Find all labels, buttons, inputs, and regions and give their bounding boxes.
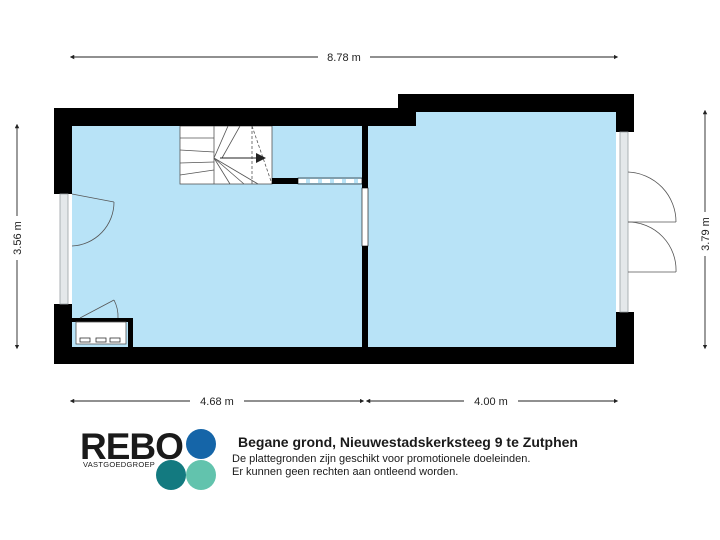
window-right bbox=[619, 131, 629, 313]
walls bbox=[54, 94, 634, 364]
staircase bbox=[179, 125, 273, 185]
wall-left-upper bbox=[54, 108, 72, 194]
wall-left-room-top bbox=[54, 108, 416, 126]
dimension-left-room-width: 4.68 m bbox=[200, 396, 234, 408]
dimension-lines bbox=[14, 54, 708, 404]
wall-right-upper bbox=[616, 94, 634, 132]
wall-step bbox=[398, 94, 416, 126]
logo-dot-mint bbox=[186, 460, 216, 490]
wall-stair-bottom bbox=[272, 178, 298, 184]
right-room-floor bbox=[368, 112, 616, 347]
caption-title: Begane grond, Nieuwestadskerksteeg 9 te … bbox=[238, 434, 578, 450]
openings bbox=[298, 179, 367, 246]
doors bbox=[71, 171, 677, 319]
floor-area bbox=[72, 112, 616, 347]
dimension-right-height: 3.79 m bbox=[700, 217, 712, 251]
wall-partition-upper bbox=[362, 108, 368, 188]
dimension-total-width: 8.78 m bbox=[327, 52, 361, 64]
wall-partition-lower bbox=[362, 246, 368, 347]
closet-door bbox=[79, 299, 119, 319]
wall-right-lower bbox=[616, 312, 634, 364]
caption-disclaimer-1: De plattegronden zijn geschikt voor prom… bbox=[232, 453, 531, 465]
logo-dot-teal bbox=[156, 460, 186, 490]
wall-closet-right bbox=[128, 318, 133, 347]
dimension-left-height: 3.56 m bbox=[12, 221, 24, 255]
garden-doors bbox=[627, 171, 677, 273]
wall-closet-top bbox=[72, 318, 133, 322]
meter-closet bbox=[75, 321, 127, 345]
wall-bottom bbox=[54, 347, 634, 364]
dimension-right-room-width: 4.00 m bbox=[474, 396, 508, 408]
rebo-logo: REBO VASTGOEDGROEP bbox=[80, 428, 230, 498]
plan-caption: Begane grond, Nieuwestadskerksteeg 9 te … bbox=[232, 434, 702, 479]
front-door bbox=[71, 193, 115, 247]
caption-disclaimer-2: Er kunnen geen rechten aan ontleend word… bbox=[232, 466, 459, 478]
window-left bbox=[59, 193, 69, 305]
wall-right-top bbox=[398, 94, 634, 112]
logo-subtitle: VASTGOEDGROEP bbox=[83, 460, 156, 469]
logo-dot-blue bbox=[186, 429, 216, 459]
logo-wordmark: REBO bbox=[80, 426, 184, 467]
